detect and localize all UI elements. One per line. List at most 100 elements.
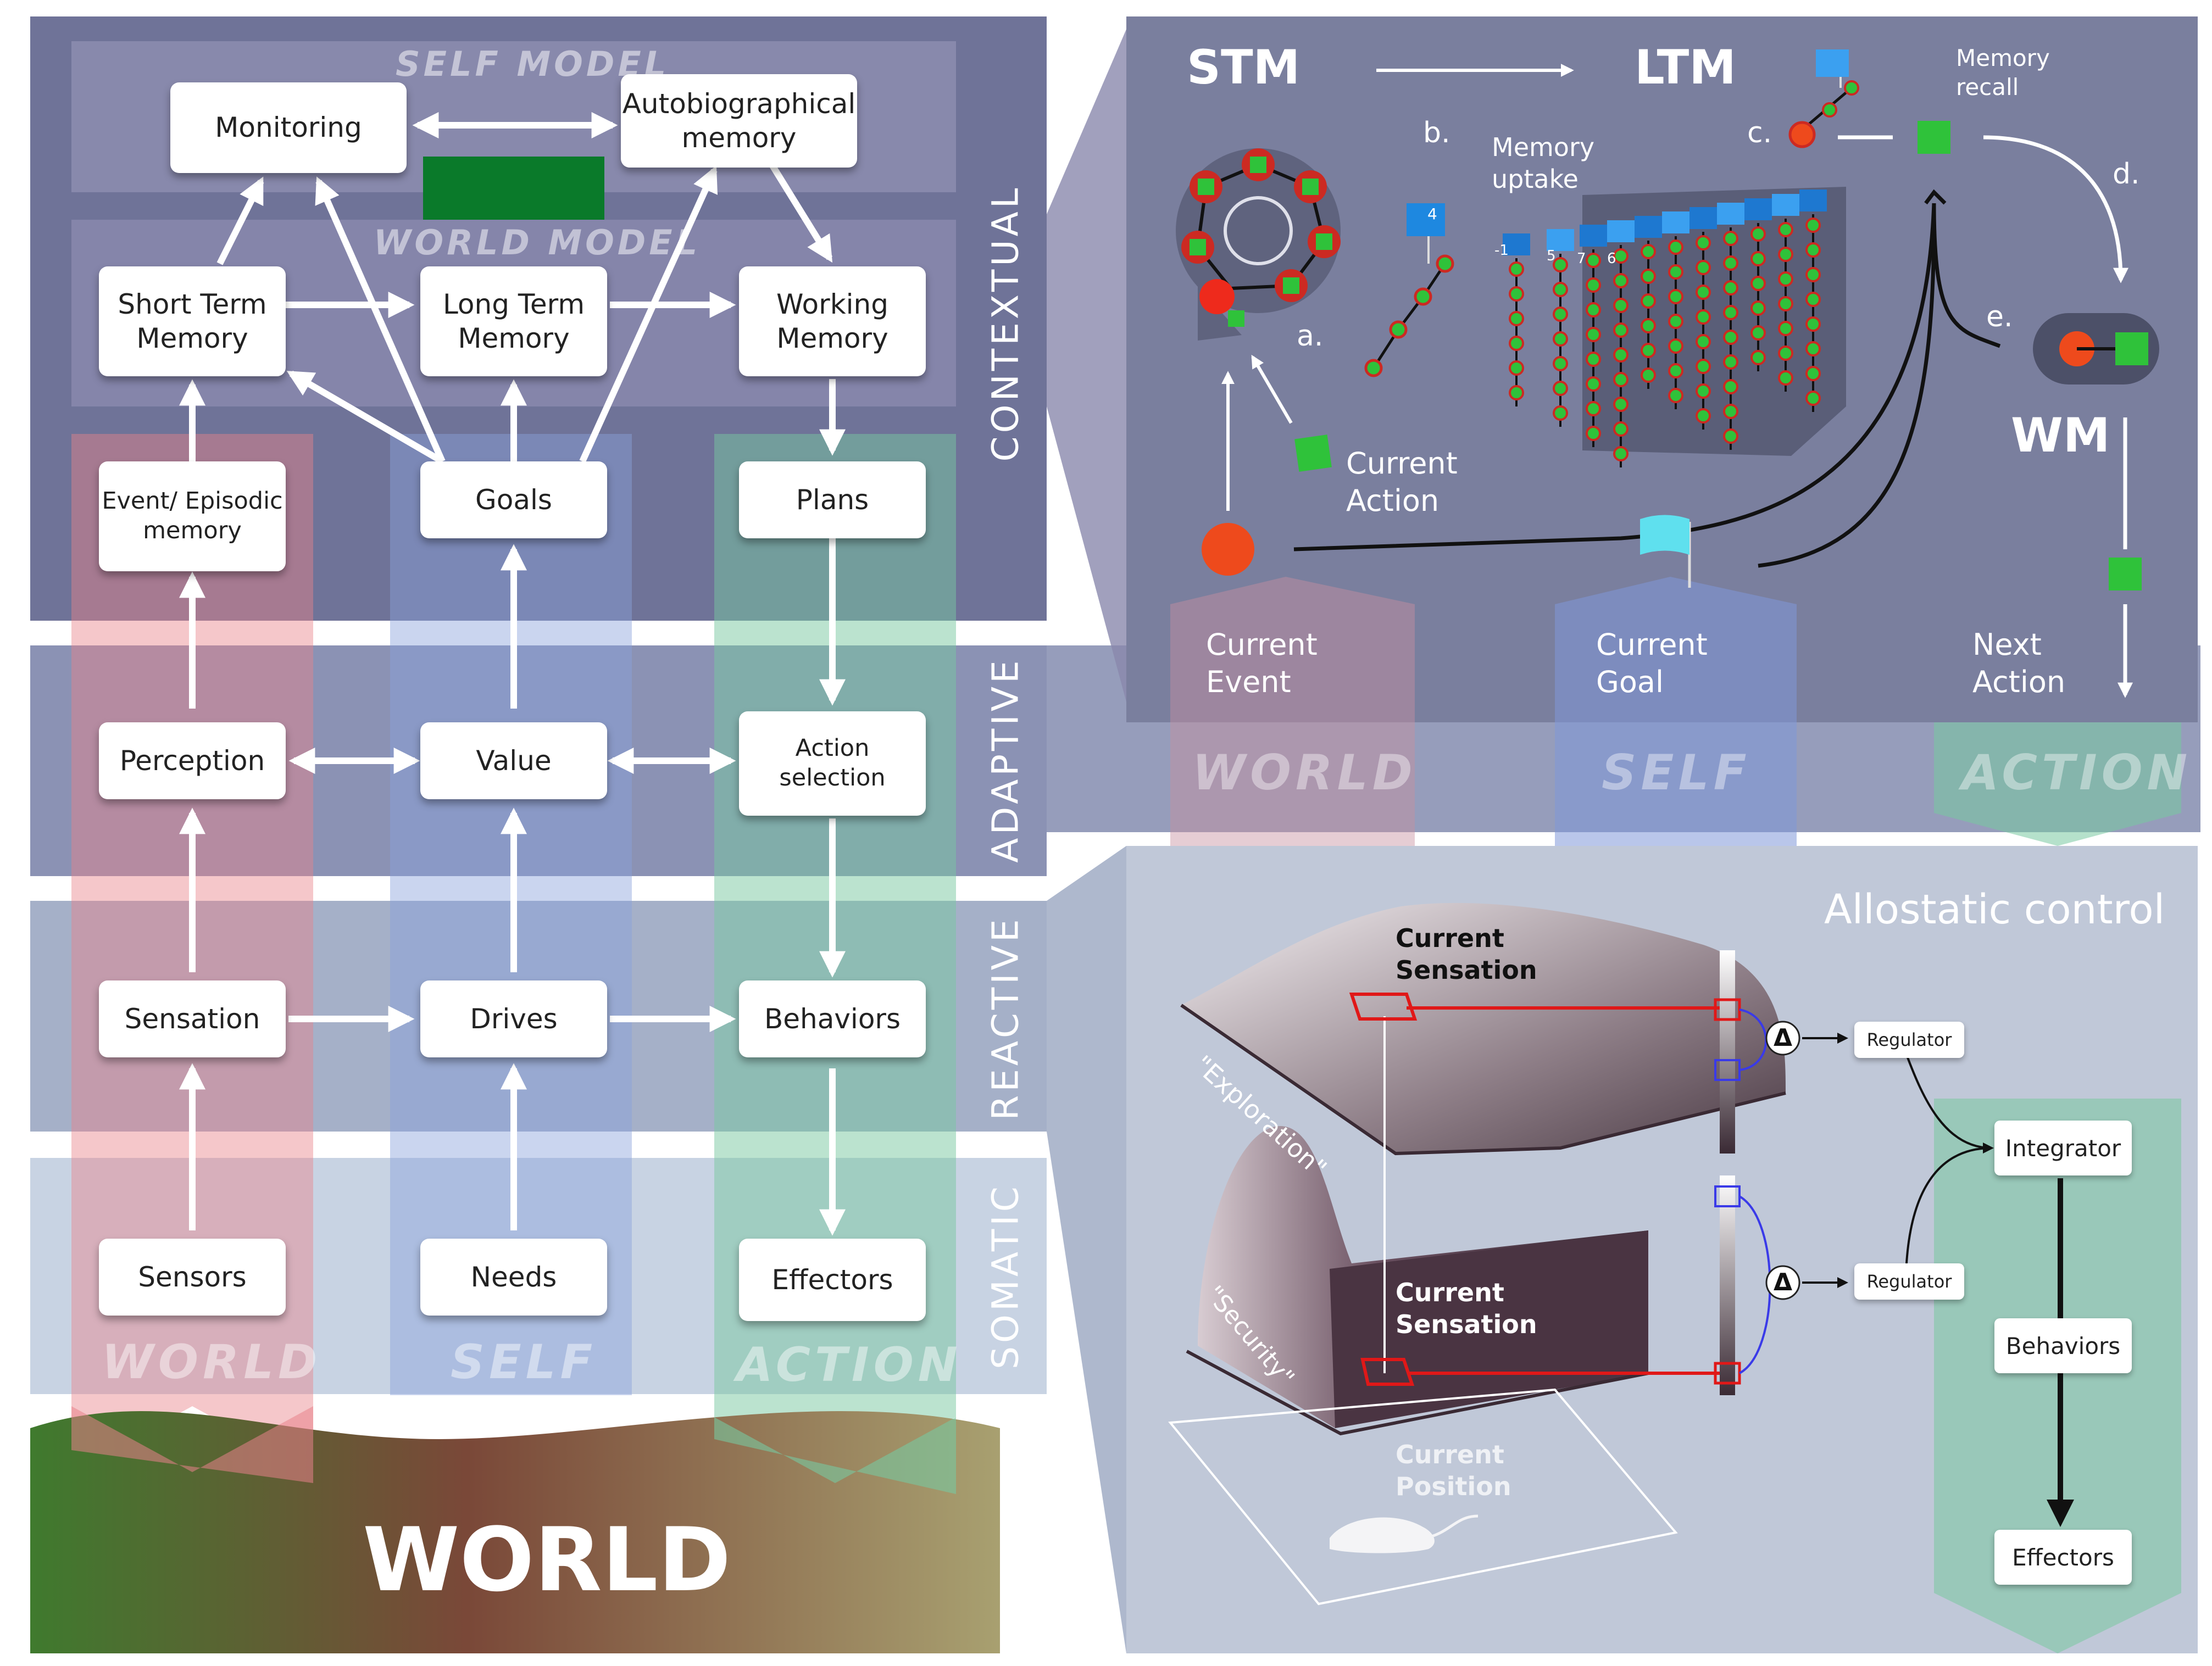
ltm-chain-node xyxy=(1750,226,1766,242)
mp-world-column xyxy=(1170,577,1415,879)
ltm-chain-node xyxy=(1805,316,1821,332)
ltm-chain-node xyxy=(1613,298,1629,313)
delta-node-1 xyxy=(1765,1021,1800,1056)
mp-action-column xyxy=(1934,722,2181,846)
recalled-action xyxy=(1918,121,1950,154)
ltm-chain-node xyxy=(1668,314,1683,329)
ltm-chain-node xyxy=(1553,381,1568,396)
working-memory-box[interactable]: Working Memory xyxy=(739,266,926,376)
label-b: b. xyxy=(1423,116,1450,149)
current-action-label: Current Action xyxy=(1346,446,1458,518)
label-a: a. xyxy=(1297,320,1324,353)
ltm-chain-node xyxy=(1668,289,1683,304)
ltm-chain-node xyxy=(1586,277,1601,293)
ltm-chain-node xyxy=(1586,426,1601,441)
ap-effectors-box[interactable]: Effectors xyxy=(1994,1530,2132,1585)
column-action-label: ACTION xyxy=(736,1338,962,1392)
green-block xyxy=(423,157,604,220)
ltm-flag xyxy=(1635,216,1662,238)
ltm-chain-node xyxy=(1553,282,1568,297)
current-sensation-top: Current Sensation xyxy=(1396,923,1537,985)
effectors-box[interactable]: Effectors xyxy=(739,1239,926,1321)
ltm-chain-node xyxy=(1613,248,1629,264)
recall-arrow-d xyxy=(1983,135,2128,283)
goals-box[interactable]: Goals xyxy=(420,461,607,538)
ltm-chain-node xyxy=(1805,341,1821,356)
delta-1: Δ xyxy=(1774,1024,1793,1052)
world-ground-label: WORLD xyxy=(363,1508,731,1611)
sensors-box[interactable]: Sensors xyxy=(99,1239,286,1316)
exploration-surface xyxy=(1181,902,1786,1154)
ltm-chain-node xyxy=(1553,331,1568,347)
plans-box[interactable]: Plans xyxy=(739,461,926,538)
ltm-flag xyxy=(1547,229,1574,251)
mp-self-label: SELF xyxy=(1602,744,1751,801)
ltm-chain-node xyxy=(1778,222,1793,237)
ltm-chain-node xyxy=(1509,311,1524,326)
allostatic-title: Allostatic control xyxy=(1824,886,2165,933)
ltm-chain-node xyxy=(1586,302,1601,317)
memory-uptake-label: Memory uptake xyxy=(1492,132,1595,194)
ltm-chain-node xyxy=(1613,273,1629,288)
ltm-chain-node xyxy=(1805,242,1821,258)
ltm-chain-node xyxy=(1668,388,1683,403)
ltm-flag xyxy=(1503,233,1530,255)
exploration-scale xyxy=(1720,950,1735,1154)
self-model-label: SELF MODEL xyxy=(396,44,670,84)
integrator-box[interactable]: Integrator xyxy=(1994,1121,2132,1175)
ltm-chain-node xyxy=(1553,405,1568,421)
ltm-chain-node xyxy=(1805,292,1821,307)
behaviors-box[interactable]: Behaviors xyxy=(739,980,926,1057)
ltm-chain-node xyxy=(1696,408,1711,424)
delta-2: Δ xyxy=(1774,1268,1793,1296)
current-goal-label: Current Goal xyxy=(1596,627,1708,699)
ap-behaviors-box[interactable]: Behaviors xyxy=(1994,1318,2132,1373)
monitoring-box[interactable]: Monitoring xyxy=(170,82,407,173)
mp-action-label: ACTION xyxy=(1961,744,2192,801)
value-box[interactable]: Value xyxy=(420,722,607,799)
ltm-chain-node xyxy=(1805,267,1821,282)
current-goal-flag xyxy=(1640,515,1689,555)
world-model-label: WORLD MODEL xyxy=(374,222,701,263)
regulator-1-box[interactable]: Regulator xyxy=(1854,1022,1964,1058)
ltm-chain-node xyxy=(1641,244,1656,259)
drives-box[interactable]: Drives xyxy=(420,980,607,1057)
stm-cycle-icon xyxy=(1224,196,1293,265)
ltm-chain-node xyxy=(1696,383,1711,399)
regulator-2-box[interactable]: Regulator xyxy=(1854,1263,1964,1300)
ltm-chain-node xyxy=(1553,307,1568,322)
ltm-flag xyxy=(1799,190,1827,211)
current-action-square xyxy=(1294,434,1332,472)
ltm-chain-node xyxy=(1586,352,1601,367)
ltm-chain-node xyxy=(1613,372,1629,387)
security-scale xyxy=(1720,1175,1735,1395)
architecture-arrows xyxy=(179,112,846,1236)
ltm-chain-node xyxy=(1750,300,1766,316)
ltm-chain-node xyxy=(1696,359,1711,374)
current-sensation-bottom: Current Sensation xyxy=(1396,1278,1537,1339)
autobiographical-memory-box[interactable]: Autobiographical memory xyxy=(621,74,857,168)
sensation-box[interactable]: Sensation xyxy=(99,980,286,1057)
label-e: e. xyxy=(1986,300,2013,333)
ltm-chain-node xyxy=(1668,363,1683,378)
needs-box[interactable]: Needs xyxy=(420,1239,607,1316)
action-selection-box[interactable]: Action selection xyxy=(739,711,926,816)
layer-somatic: SOMATIC xyxy=(984,1183,1027,1369)
short-term-memory-box[interactable]: Short Term Memory xyxy=(99,266,286,376)
flag-6-label: 6 xyxy=(1607,250,1616,267)
episodic-memory-box[interactable]: Event/ Episodic memory xyxy=(99,461,286,571)
ltm-chain-node xyxy=(1586,327,1601,342)
ltm-chain-node xyxy=(1509,336,1524,351)
contextual-connector xyxy=(1047,16,1132,722)
ltm-chain-node xyxy=(1641,367,1656,383)
ltm-chain-node xyxy=(1723,330,1738,345)
ltm-chain-node xyxy=(1750,251,1766,266)
ltm-chain-node xyxy=(1553,257,1568,272)
perception-box[interactable]: Perception xyxy=(99,722,286,799)
reactive-connector xyxy=(1047,846,1126,1653)
current-event-dot xyxy=(1202,523,1254,576)
mp-world-label: WORLD xyxy=(1192,744,1417,801)
long-term-memory-box[interactable]: Long Term Memory xyxy=(420,266,607,376)
ltm-chain-node xyxy=(1613,347,1629,363)
ltm-chain-node xyxy=(1586,401,1601,416)
